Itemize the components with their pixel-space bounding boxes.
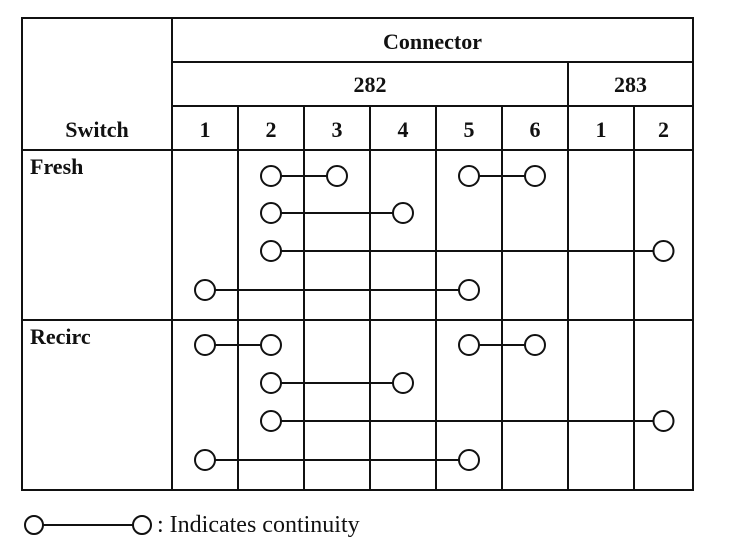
table-grid bbox=[21, 17, 694, 491]
table-headers: Connector 282 283 1 2 3 4 5 6 1 2 Switch bbox=[65, 29, 669, 142]
continuity-link bbox=[260, 165, 348, 187]
terminal-circle bbox=[458, 334, 480, 356]
switch-header: Switch bbox=[65, 117, 129, 142]
continuity-link bbox=[458, 334, 546, 356]
legend-circle bbox=[24, 515, 44, 535]
continuity-connections bbox=[194, 165, 675, 471]
pin-label: 1 bbox=[200, 117, 211, 142]
legend-symbol bbox=[24, 515, 152, 535]
terminal-circle bbox=[392, 202, 414, 224]
terminal-circle bbox=[260, 410, 282, 432]
table-border bbox=[21, 17, 694, 491]
pin-label: 2 bbox=[266, 117, 277, 142]
legend-circle bbox=[132, 515, 152, 535]
terminal-circle bbox=[260, 372, 282, 394]
terminal-circle bbox=[326, 165, 348, 187]
terminal-circle bbox=[392, 372, 414, 394]
terminal-circle bbox=[260, 334, 282, 356]
terminal-circle bbox=[194, 279, 216, 301]
continuity-link bbox=[260, 372, 414, 394]
connector-group-label: 283 bbox=[614, 72, 647, 97]
pin-label: 3 bbox=[332, 117, 343, 142]
legend-text: : Indicates continuity bbox=[157, 512, 360, 538]
pin-label: 5 bbox=[464, 117, 475, 142]
pin-label: 1 bbox=[596, 117, 607, 142]
terminal-circle bbox=[260, 240, 282, 262]
terminal-circle bbox=[458, 165, 480, 187]
continuity-link bbox=[194, 449, 480, 471]
terminal-circle bbox=[524, 334, 546, 356]
terminal-circle bbox=[458, 279, 480, 301]
continuity-link bbox=[194, 334, 282, 356]
continuity-link bbox=[260, 202, 414, 224]
terminal-circle bbox=[524, 165, 546, 187]
terminal-circle bbox=[194, 334, 216, 356]
pin-label: 4 bbox=[398, 117, 409, 142]
continuity-link bbox=[458, 165, 546, 187]
pin-label: 2 bbox=[658, 117, 669, 142]
terminal-circle bbox=[458, 449, 480, 471]
continuity-link bbox=[260, 410, 675, 432]
connector-group-label: 282 bbox=[354, 72, 387, 97]
legend: : Indicates continuity bbox=[24, 512, 360, 538]
continuity-link bbox=[194, 279, 480, 301]
terminal-circle bbox=[260, 165, 282, 187]
terminal-circle bbox=[652, 410, 675, 432]
terminal-circle bbox=[194, 449, 216, 471]
terminal-circle bbox=[652, 240, 675, 262]
terminal-circle bbox=[260, 202, 282, 224]
continuity-link bbox=[260, 240, 675, 262]
connector-header: Connector bbox=[383, 29, 482, 54]
switch-position-label: Fresh bbox=[30, 154, 83, 179]
switch-position-label: Recirc bbox=[30, 324, 91, 349]
pin-label: 6 bbox=[530, 117, 541, 142]
